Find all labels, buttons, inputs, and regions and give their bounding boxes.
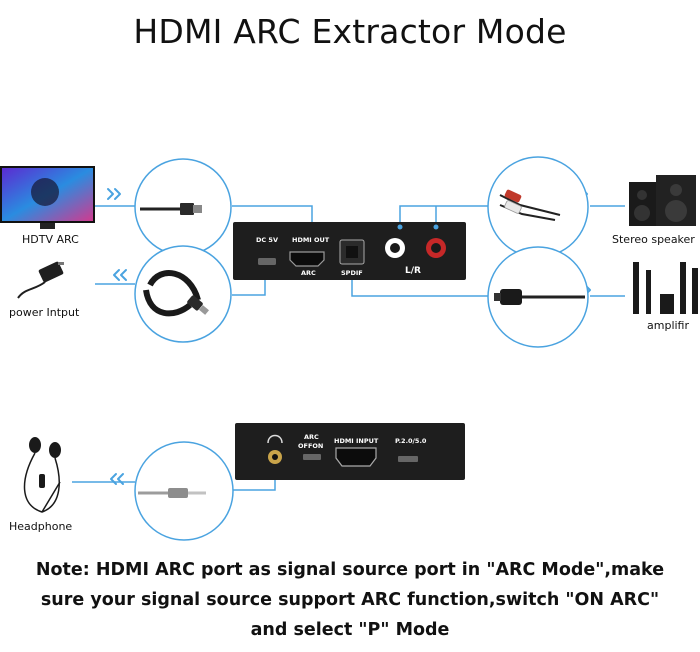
power-adapter-icon <box>17 261 64 299</box>
page-title: HDMI ARC Extractor Mode <box>133 12 567 51</box>
amplifier-icon <box>633 262 698 314</box>
headphone-icon <box>23 437 61 513</box>
stereo-label: Stereo speaker <box>612 233 695 246</box>
usb-cable-icon <box>143 270 209 317</box>
speaker-icon <box>629 175 696 226</box>
extractor-back-panel <box>235 423 465 480</box>
chevron-left-icon <box>110 473 124 485</box>
rca-cable-icon <box>499 189 561 221</box>
arc-label: ARC <box>301 269 316 277</box>
audio-cable-icon <box>138 488 206 498</box>
hdmi-input-label: HDMI INPUT <box>334 437 379 445</box>
optical-cable-icon <box>494 289 585 305</box>
mode-label: P.2.0/5.0 <box>395 437 427 445</box>
chevron-right-icon <box>107 188 121 200</box>
power-label: power Intput <box>9 306 80 319</box>
extractor-front-panel <box>233 222 466 280</box>
hdmi-cable-icon <box>140 203 202 215</box>
note-line-1: Note: HDMI ARC port as signal source por… <box>35 560 665 580</box>
note-line-2: sure your signal source support ARC func… <box>40 590 660 610</box>
amplifier-label: amplifir <box>647 319 690 332</box>
note-line-3: and select "P" Mode <box>250 620 450 640</box>
off-on-label: OFFON <box>298 442 324 450</box>
tv-icon <box>0 166 95 229</box>
spdif-label: SPDIF <box>341 269 363 277</box>
arc-switch-label: ARC <box>304 433 319 441</box>
headphone-label: Headphone <box>9 520 73 533</box>
lr-label: L/R <box>405 266 421 276</box>
note-text: Note: HDMI ARC port as signal source por… <box>0 555 700 645</box>
hdmi-out-label: HDMI OUT <box>292 236 330 244</box>
chevron-left-icon <box>113 269 127 281</box>
hdtv-label: HDTV ARC <box>22 233 79 246</box>
dc-5v-label: DC 5V <box>256 236 278 244</box>
usb-cable-circle <box>134 245 232 343</box>
